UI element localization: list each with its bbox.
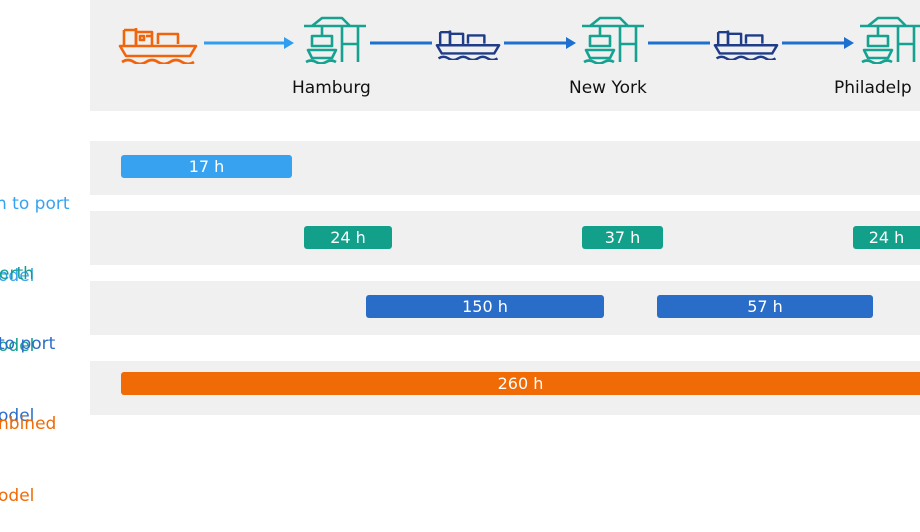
route-arrow <box>204 37 294 49</box>
container-crane-icon <box>304 16 366 64</box>
route-panel <box>90 0 920 111</box>
row-label-line2: odel <box>0 406 35 426</box>
port-name-philadelphia: Philadelp <box>834 78 912 98</box>
container-crane-icon <box>582 16 644 64</box>
row-label-line2: odel <box>0 486 35 506</box>
row-label-combined: nbined odel <box>0 364 86 532</box>
route-arrow <box>504 37 576 49</box>
port-name-hamburg: Hamburg <box>292 78 371 98</box>
row-label-berth: erth odel <box>0 214 86 382</box>
row-label-line1: n to port <box>0 194 70 214</box>
duration-bar: 150 h <box>366 295 604 318</box>
row-label-line2: odel <box>0 336 35 356</box>
row-label-port-to-port: to port odel <box>0 284 86 452</box>
row-label-line1: erth <box>0 264 34 284</box>
duration-bar: 24 h <box>304 226 392 249</box>
row-label-line1: nbined <box>0 414 57 434</box>
duration-bar: 24 h <box>853 226 920 249</box>
route-line <box>648 41 710 45</box>
cargo-ship-icon <box>435 30 501 60</box>
duration-bar: 17 h <box>121 155 292 178</box>
cargo-ship-icon <box>118 28 198 64</box>
cargo-ship-icon <box>713 30 779 60</box>
row-panel-berth <box>90 211 920 265</box>
route-arrow <box>782 37 854 49</box>
row-label-port-to-port-light: n to port odel <box>0 144 86 312</box>
row-label-line2: odel <box>0 266 35 286</box>
port-name-new-york: New York <box>569 78 647 98</box>
row-label-line1: to port <box>0 334 56 354</box>
duration-bar: 57 h <box>657 295 873 318</box>
duration-bar: 37 h <box>582 226 663 249</box>
container-crane-icon <box>860 16 920 64</box>
route-line <box>370 41 432 45</box>
duration-bar: 260 h <box>121 372 920 395</box>
